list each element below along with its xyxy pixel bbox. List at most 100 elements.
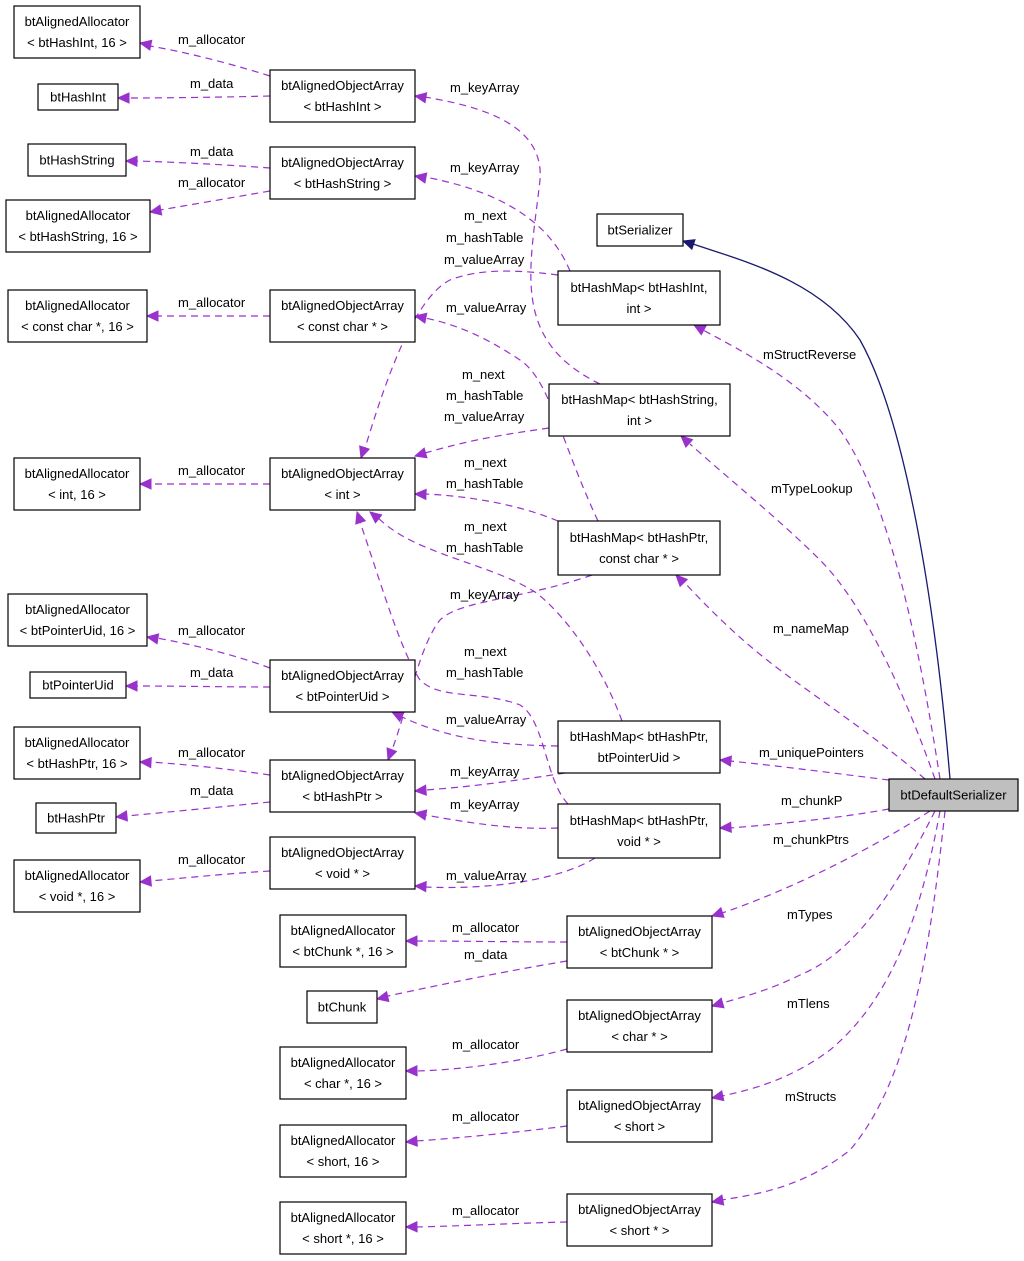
class-node-alloc-constchar[interactable]: btAlignedAllocator< const char *, 16 > [7,289,148,343]
edge-label: m_valueArray [446,712,527,727]
edge-label: m_nameMap [773,621,849,636]
usage-edge [156,637,271,669]
class-node-serializer[interactable]: btSerializer [596,213,684,247]
usage-arrowhead [369,511,383,524]
class-node-hm-hashptr-ptruid[interactable]: btHashMap< btHashPtr,btPointerUid > [557,720,721,774]
node-label: < int, 16 > [48,487,106,502]
edge-label: m_valueArray [444,409,525,424]
class-node-alloc-shortp[interactable]: btAlignedAllocator< short *, 16 > [279,1201,407,1255]
class-node-alloc-void[interactable]: btAlignedAllocator< void *, 16 > [13,859,141,913]
node-box [13,457,141,511]
usage-arrowhead [124,155,138,168]
class-node-hm-hashint-int[interactable]: btHashMap< btHashInt,int > [557,270,721,326]
node-label: btHashMap< btHashInt, [571,280,708,295]
node-box [269,69,416,123]
usage-edge [359,521,569,805]
usage-edge [424,857,596,889]
usage-arrowhead [404,1221,418,1233]
inheritance-edge [692,243,951,780]
class-node-chunk[interactable]: btChunk [306,990,378,1024]
class-node-hm-hashptr-constchar[interactable]: btHashMap< btHashPtr,const char * > [557,520,721,576]
usage-arrowhead [124,680,138,692]
node-label: void * > [617,834,661,849]
edge-label: m_allocator [178,295,246,310]
usage-arrowhead [145,633,160,645]
node-label: btAlignedAllocator [25,298,130,313]
edge-label: m_data [190,783,234,798]
node-label: btAlignedObjectArray [578,1008,701,1023]
node-label: btAlignedObjectArray [281,845,404,860]
node-label: btHashMap< btHashString, [561,392,717,407]
class-node-aoa-chunk[interactable]: btAlignedObjectArray< btChunk * > [566,915,713,969]
node-label: < char * > [611,1029,667,1044]
usage-arrowhead [675,574,689,588]
usage-arrowhead [359,445,371,460]
usage-arrowhead [413,784,427,796]
class-node-aoa-ptruid[interactable]: btAlignedObjectArray< btPointerUid > [269,659,416,713]
usage-arrowhead [710,906,725,918]
edge-label: m_allocator [452,920,520,935]
usage-arrowhead [413,172,428,184]
class-node-alloc-int[interactable]: btAlignedAllocator< int, 16 > [13,457,141,511]
node-box [557,270,721,326]
node-label: < btHashString, 16 > [18,229,137,244]
usage-arrowhead [413,92,428,104]
node-box [548,383,731,437]
class-node-alloc-short[interactable]: btAlignedAllocator< short, 16 > [279,1124,407,1178]
class-node-hashptr[interactable]: btHashPtr [35,802,117,834]
class-node-hashstring[interactable]: btHashString [27,143,127,177]
node-label: < char *, 16 > [304,1076,382,1091]
class-node-alloc-hashptr[interactable]: btAlignedAllocator< btHashPtr, 16 > [13,726,141,780]
usage-arrowhead [145,310,159,322]
class-node-aoa-hashptr[interactable]: btAlignedObjectArray< btHashPtr > [269,759,416,813]
class-node-alloc-hashint[interactable]: btAlignedAllocator< btHashInt, 16 > [13,5,141,59]
class-node-aoa-void[interactable]: btAlignedObjectArray< void * > [269,836,416,890]
class-node-aoa-int[interactable]: btAlignedObjectArray< int > [269,457,416,511]
node-label: btAlignedObjectArray [578,924,701,939]
class-node-hm-hashptr-void[interactable]: btHashMap< btHashPtr, void * > [557,803,721,859]
node-box [557,720,721,774]
class-node-alloc-hashstring[interactable]: btAlignedAllocator < btHashString, 16 > [5,199,151,253]
class-node-default-serializer[interactable]: btDefaultSerializer [888,778,1019,812]
node-label: btSerializer [607,223,673,238]
usage-arrowhead [718,821,732,833]
class-node-ptruid[interactable]: btPointerUid [29,671,127,699]
edge-label: m_allocator [178,175,246,190]
node-box [279,1201,407,1255]
node-label: btAlignedAllocator [291,923,396,938]
class-node-hashint[interactable]: btHashInt [37,83,119,111]
class-node-aoa-constchar[interactable]: btAlignedObjectArray< const char * > [269,289,416,343]
edge-label: m_allocator [452,1037,520,1052]
node-box [557,803,721,859]
class-node-aoa-char[interactable]: btAlignedObjectArray < char * > [566,999,713,1053]
class-node-aoa-shortp[interactable]: btAlignedObjectArray< short * > [566,1193,713,1247]
edge-label: m_keyArray [450,797,520,812]
usage-arrowhead [404,1065,418,1077]
node-label: btHashMap< btHashPtr, [570,530,708,545]
node-label: btAlignedAllocator [25,14,130,29]
edge-label: m_keyArray [450,80,520,95]
node-box [269,289,416,343]
node-label: btAlignedObjectArray [281,155,404,170]
node-label: btAlignedAllocator [26,208,131,223]
class-node-aoa-hashint[interactable]: btAlignedObjectArray< btHashInt > [269,69,416,123]
node-label: btAlignedAllocator [25,868,130,883]
usage-edge [159,190,271,211]
class-node-alloc-chunk[interactable]: btAlignedAllocator< btChunk *, 16 > [279,914,407,968]
class-node-alloc-char[interactable]: btAlignedAllocator< char *, 16 > [279,1046,407,1100]
node-box [7,289,148,343]
usage-arrowhead [355,510,367,525]
node-label: btHashMap< btHashPtr, [570,813,708,828]
usage-arrowhead [413,447,428,459]
usage-arrowhead [692,324,707,336]
class-node-aoa-short[interactable]: btAlignedObjectArray< short > [566,1089,713,1143]
edge-label: m_hashTable [446,230,523,245]
class-node-alloc-ptruid[interactable]: btAlignedAllocator< btPointerUid, 16 > [7,593,148,647]
node-label: < const char * > [297,319,388,334]
usage-arrowhead [680,435,694,448]
class-node-aoa-hashstring[interactable]: btAlignedObjectArray< btHashString > [269,146,416,200]
usage-arrowhead [386,747,398,762]
node-box [29,671,127,699]
node-label: btAlignedAllocator [25,735,130,750]
class-node-hm-hashstring-int[interactable]: btHashMap< btHashString,int > [548,383,731,437]
